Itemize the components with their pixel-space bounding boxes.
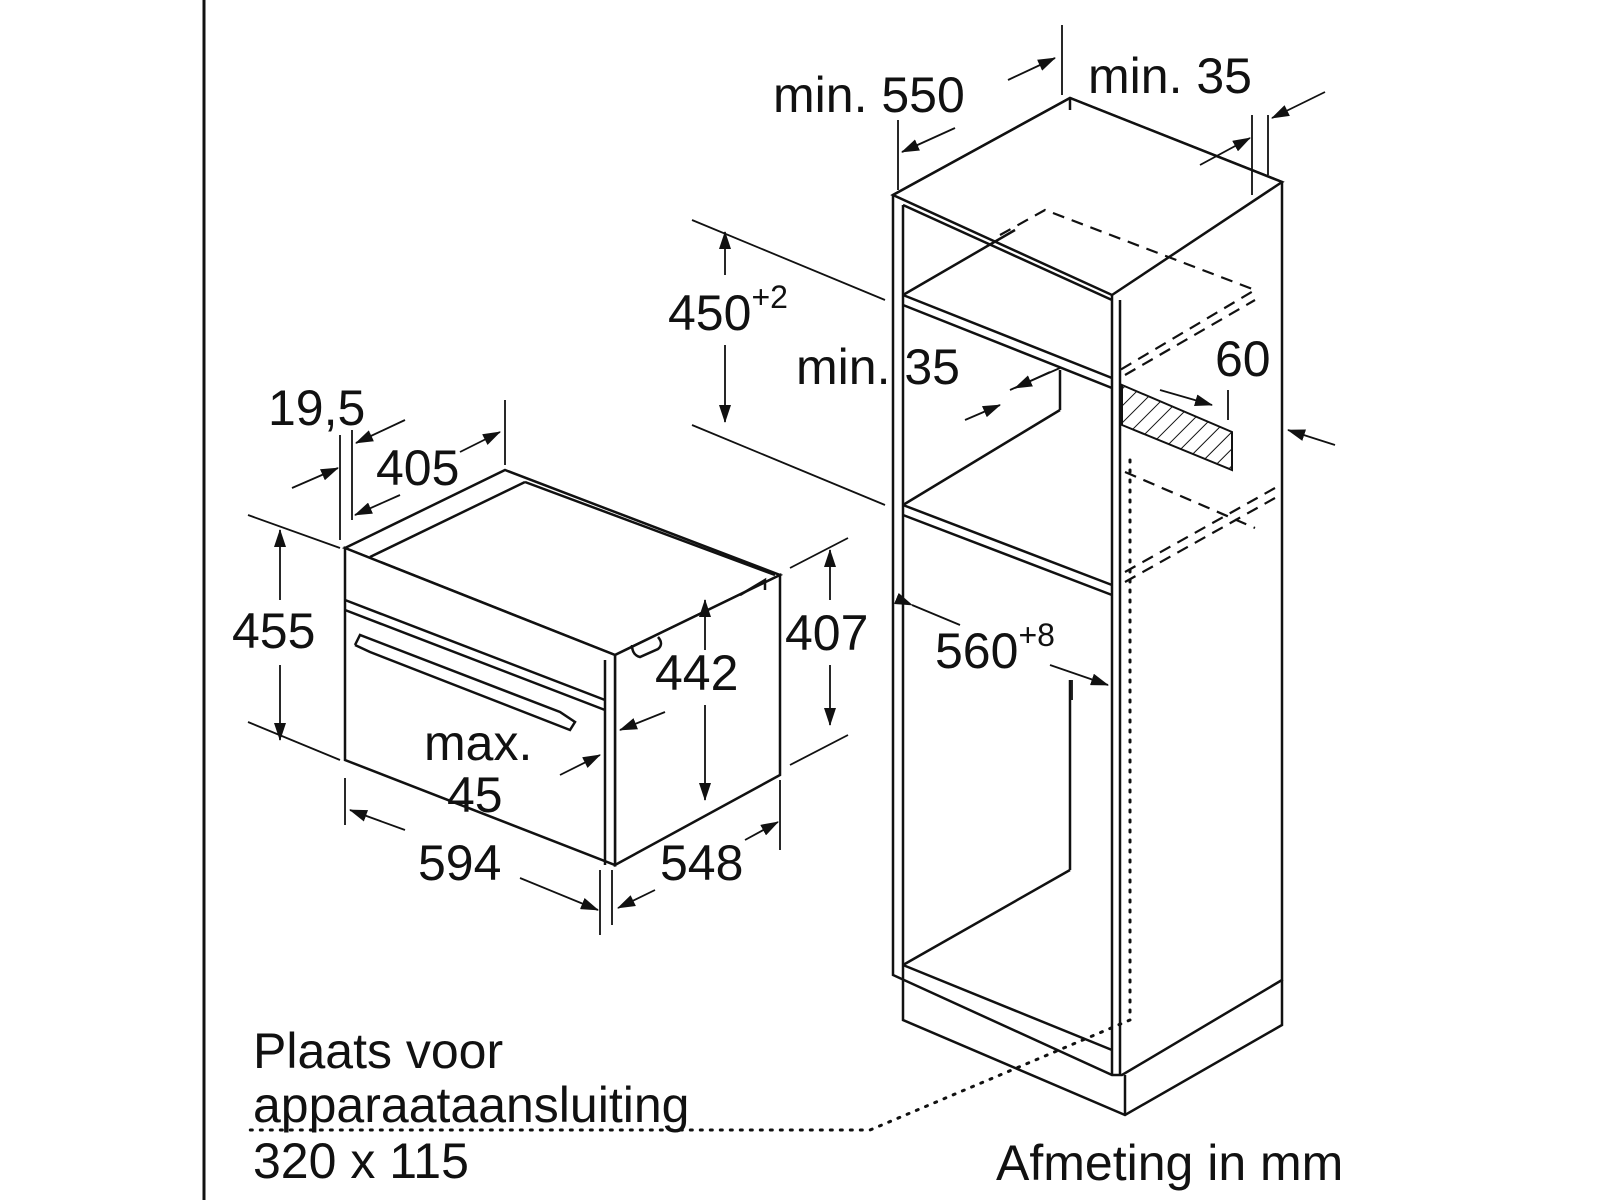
connection-note-line3: 320 x 115 [253, 1133, 469, 1189]
dim-niche-height: 450+2 [668, 279, 788, 341]
dim-niche-width-tolerance: +8 [1018, 617, 1054, 653]
dim-door-height: 442 [655, 645, 738, 701]
dim-rear-gap: min. 35 [796, 339, 960, 395]
dim-niche-height-tolerance: +2 [751, 279, 787, 315]
dim-vent-depth: 60 [1215, 331, 1271, 387]
connection-note-line2: apparaataansluiting [253, 1077, 689, 1133]
dim-oven-height: 455 [232, 603, 315, 659]
dim-niche-height-value: 450 [668, 285, 751, 341]
dim-niche-width-value: 560 [935, 623, 1018, 679]
dim-oven-depth: 548 [660, 835, 743, 891]
dim-oven-depth-top: 405 [376, 440, 459, 496]
dim-door-max-value: 45 [447, 767, 503, 823]
oven [341, 468, 784, 868]
vent-hatch [1121, 383, 1233, 472]
dim-cabinet-depth: min. 550 [773, 67, 965, 123]
dim-top-gap: min. 35 [1088, 48, 1252, 104]
connection-dotted-line [248, 458, 1132, 1132]
dim-door-max-label: max. [424, 715, 532, 771]
tall-cabinet [248, 96, 1285, 1132]
dim-niche-width: 560+8 [935, 617, 1055, 679]
connection-note-line1: Plaats voor [253, 1023, 503, 1079]
unit-note: Afmeting in mm [996, 1135, 1343, 1191]
dim-oven-width: 594 [418, 835, 501, 891]
dimension-lines [247, 25, 1336, 935]
dim-front-thickness: 19,5 [268, 380, 365, 436]
dim-oven-body-height: 407 [785, 605, 868, 661]
